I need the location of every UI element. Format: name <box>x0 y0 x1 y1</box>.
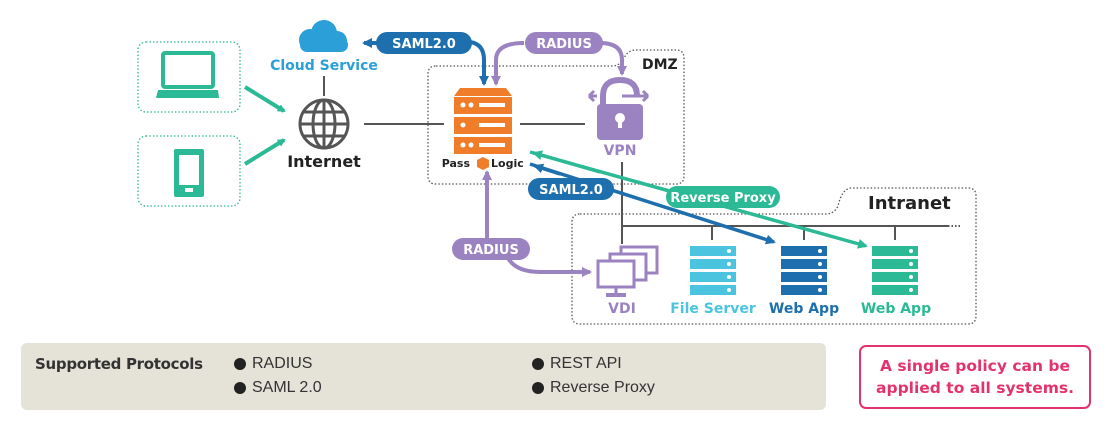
intranet-label: Intranet <box>868 193 951 214</box>
file-server-label: File Server <box>670 301 756 317</box>
radius-vdi-badge: RADIUS <box>452 238 530 260</box>
svg-text:SAML2.0: SAML2.0 <box>539 183 603 198</box>
web-app-saml-icon <box>781 246 827 295</box>
protocol-label: REST API <box>550 355 622 372</box>
note-line-2: applied to all systems. <box>876 379 1074 397</box>
saml-webapp-arrow <box>529 162 776 245</box>
bullet-icon <box>532 358 544 370</box>
lock-icon <box>587 76 650 140</box>
reverse-proxy-arrowhead <box>532 150 601 174</box>
laptop-box <box>137 41 241 113</box>
smartphone-box <box>137 135 241 207</box>
intranet-zone <box>571 187 977 325</box>
note-line-1: A single policy can be <box>879 357 1071 375</box>
protocol-label: RADIUS <box>252 355 313 372</box>
smartphone-icon <box>174 149 204 197</box>
laptop-icon <box>156 51 219 98</box>
protocol-item: REST API <box>532 355 622 373</box>
dmz-label: DMZ <box>642 57 678 73</box>
reverse-proxy-badge: Reverse Proxy <box>666 186 780 208</box>
svg-text:Reverse Proxy: Reverse Proxy <box>670 191 776 206</box>
protocol-item: Reverse Proxy <box>532 379 655 397</box>
svg-text:Logic: Logic <box>491 157 524 170</box>
cloud-icon <box>299 20 348 52</box>
web-app-saml-label: Web App <box>769 301 839 317</box>
protocol-label: SAML 2.0 <box>252 379 322 396</box>
supported-protocols-panel: Supported Protocols RADIUS SAML 2.0 REST… <box>21 343 826 410</box>
phone-to-internet-arrow <box>243 138 286 166</box>
svg-text:RADIUS: RADIUS <box>463 243 519 258</box>
single-policy-note: A single policy can be applied to all sy… <box>859 345 1091 409</box>
protocol-item: SAML 2.0 <box>234 379 322 397</box>
file-server-icon <box>690 246 736 295</box>
globe-icon <box>298 98 350 150</box>
saml-cloud-badge: SAML2.0 <box>376 32 472 54</box>
web-app-proxy-label: Web App <box>861 301 931 317</box>
svg-text:Pass: Pass <box>442 157 471 170</box>
dmz-zone <box>427 49 685 185</box>
monitors-icon <box>596 245 659 297</box>
cloud-service-label: Cloud Service <box>270 58 378 74</box>
laptop-to-internet-arrow <box>243 85 286 113</box>
passlogic-logo: Pass Logic <box>442 157 524 170</box>
bullet-icon <box>234 358 246 370</box>
internet-label: Internet <box>287 152 361 171</box>
passlogic-server-icon <box>454 88 512 154</box>
radius-vpn-arrow <box>491 41 525 86</box>
vpn-label: VPN <box>604 143 637 159</box>
saml-webapp-arrowhead <box>533 163 561 176</box>
web-app-proxy-icon <box>872 246 918 295</box>
passlogic-cube-icon <box>477 157 489 170</box>
saml-cloud-arrow <box>469 40 489 86</box>
protocol-item: RADIUS <box>234 355 312 373</box>
bullet-icon <box>532 382 544 394</box>
supported-protocols-title: Supported Protocols <box>35 355 203 373</box>
radius-vpn-badge: RADIUS <box>525 32 603 54</box>
saml-webapp-badge: SAML2.0 <box>528 178 614 200</box>
vdi-label: VDI <box>608 301 636 317</box>
svg-text:RADIUS: RADIUS <box>536 37 592 52</box>
radius-vpn-arrow-right <box>599 41 627 76</box>
protocol-label: Reverse Proxy <box>550 379 655 396</box>
svg-text:SAML2.0: SAML2.0 <box>392 37 456 52</box>
bullet-icon <box>234 382 246 394</box>
radius-vdi-arrow-right <box>506 256 592 277</box>
